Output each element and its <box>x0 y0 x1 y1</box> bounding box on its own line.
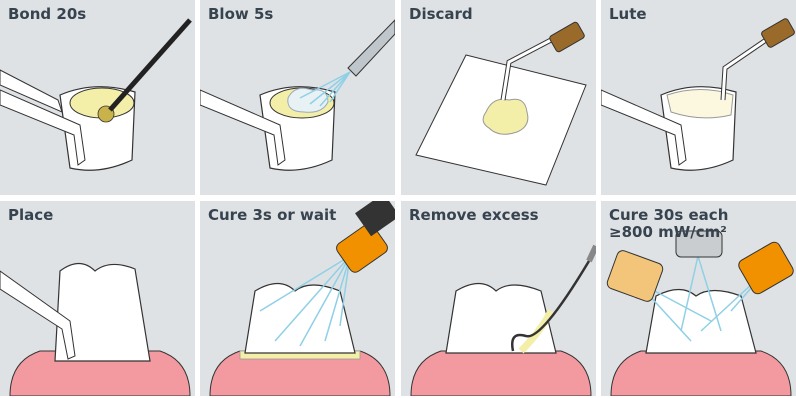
gum <box>611 351 791 396</box>
gum <box>411 351 591 396</box>
step-blow-panel: Blow 5s <box>200 0 395 195</box>
curing-light-left-icon <box>606 249 665 303</box>
step-label-blow: Blow 5s <box>208 6 273 23</box>
step-label-remove-excess: Remove excess <box>409 207 539 224</box>
step-cure-final-panel: Cure 30s each ≥800 mW/cm² <box>601 201 796 396</box>
syringe-cap-icon <box>549 21 586 53</box>
discard-illustration <box>401 0 596 195</box>
step-bond-panel: Bond 20s <box>0 0 195 195</box>
lute-illustration <box>601 0 796 195</box>
place-illustration <box>0 201 195 396</box>
step-label-discard: Discard <box>409 6 473 23</box>
step-label-cure-final-line2: ≥800 mW/cm² <box>609 224 728 241</box>
step-label-lute: Lute <box>609 6 647 23</box>
blow-illustration <box>200 0 395 195</box>
step-place-panel: Place <box>0 201 195 396</box>
curing-light-right-icon <box>737 240 796 296</box>
tooth-crown <box>646 290 756 354</box>
step-label-bond: Bond 20s <box>8 6 86 23</box>
step-label-cure-wait: Cure 3s or wait <box>208 207 336 224</box>
tooth-crown <box>446 284 556 354</box>
step-lute-panel: Lute <box>601 0 796 195</box>
curing-light-icon <box>334 221 390 274</box>
syringe-cap-icon <box>761 18 796 49</box>
microbrush-handle <box>110 20 190 110</box>
cure-wait-illustration <box>200 201 395 396</box>
air-cloud <box>288 88 328 112</box>
air-syringe-icon <box>348 20 395 76</box>
step-label-place: Place <box>8 207 53 224</box>
step-label-cure-final-line1: Cure 30s each <box>609 207 728 224</box>
remove-excess-illustration <box>401 201 596 396</box>
step-remove-excess-panel: Remove excess <box>401 201 596 396</box>
step-cure-wait-panel: Cure 3s or wait <box>200 201 395 396</box>
bond-illustration <box>0 0 195 195</box>
step-label-cure-final: Cure 30s each ≥800 mW/cm² <box>609 207 728 241</box>
step-discard-panel: Discard <box>401 0 596 195</box>
